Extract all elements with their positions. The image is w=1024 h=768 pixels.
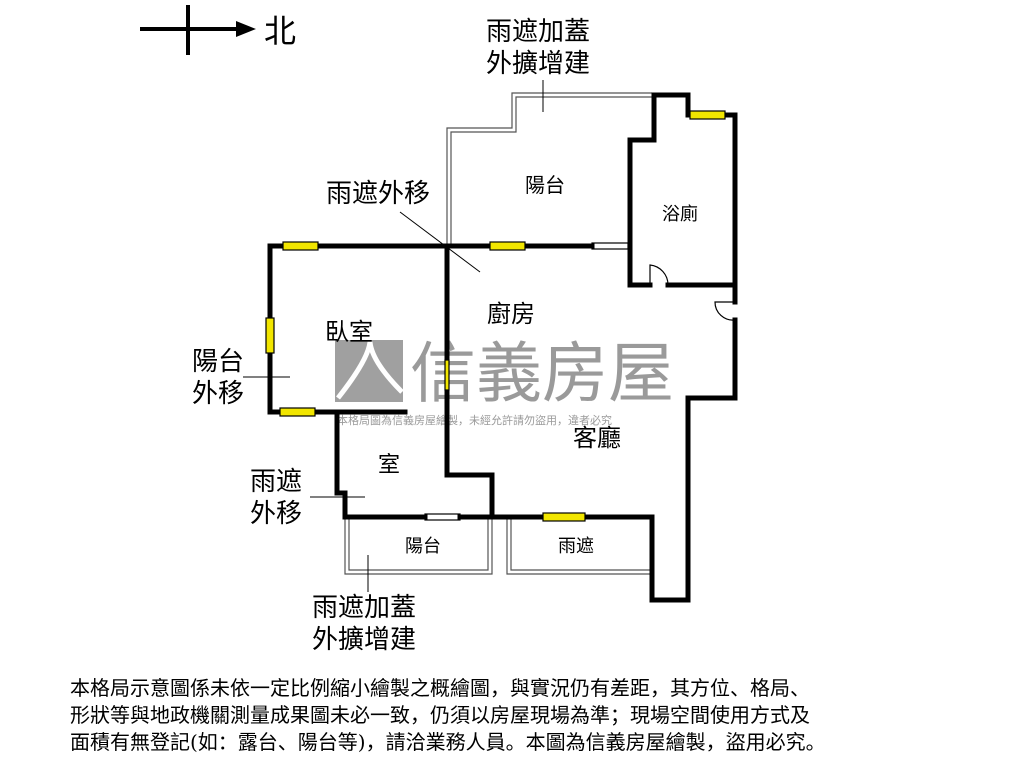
balcony-south-label: 陽台 <box>405 536 441 557</box>
disclaimer: 本格局示意圖係未依一定比例縮小繪製之概繪圖，與實況仍有差距，其方位、格局、 形狀… <box>70 675 970 756</box>
disclaimer-line: 面積有無登記(如：露台、陽台等)，請洽業務人員。本圖為信義房屋繪製，盜用必究。 <box>70 730 826 754</box>
top-extension-label: 雨遮加蓋 <box>486 17 590 47</box>
room-label: 室 <box>378 453 400 478</box>
kitchen-label: 廚房 <box>487 300 535 328</box>
watermark-brand: 信義房屋 <box>410 335 674 412</box>
balcony-moved-label-2: 外移 <box>192 379 244 409</box>
living-room-label: 客廳 <box>573 424 621 452</box>
balcony-moved-label: 陽台 <box>192 347 244 377</box>
canopy-moved-label: 雨遮外移 <box>326 179 430 209</box>
watermark-logo-icon <box>335 340 404 402</box>
canopy-label: 雨遮 <box>558 536 594 557</box>
disclaimer-line: 本格局示意圖係未依一定比例縮小繪製之概繪圖，與實況仍有差距，其方位、格局、 <box>70 676 810 700</box>
north-arrow-icon <box>140 5 256 55</box>
bathroom-label: 浴廁 <box>662 203 698 225</box>
balcony-north-label: 陽台 <box>525 173 565 197</box>
door-icons <box>424 242 736 521</box>
disclaimer-line: 形狀等與地政機關測量成果圖未必一致，仍須以房屋現場為準；現場空間使用方式及 <box>70 703 810 727</box>
compass-label: 北 <box>264 12 296 50</box>
bedroom-label: 臥室 <box>325 318 373 346</box>
top-extension-label-2: 外擴增建 <box>486 49 590 79</box>
window-icons <box>265 110 726 522</box>
extension-outlines <box>344 92 652 575</box>
bottom-extension-label-2: 外擴增建 <box>312 625 416 655</box>
canopy-moved2-label-2: 外移 <box>250 499 302 529</box>
leader-lines <box>243 80 544 592</box>
bottom-extension-label: 雨遮加蓋 <box>312 593 416 623</box>
watermark-notice: 本格局圖為信義房屋繪製，未經允許請勿盜用，違者必究 <box>337 413 612 427</box>
canopy-moved2-label: 雨遮 <box>250 467 302 497</box>
